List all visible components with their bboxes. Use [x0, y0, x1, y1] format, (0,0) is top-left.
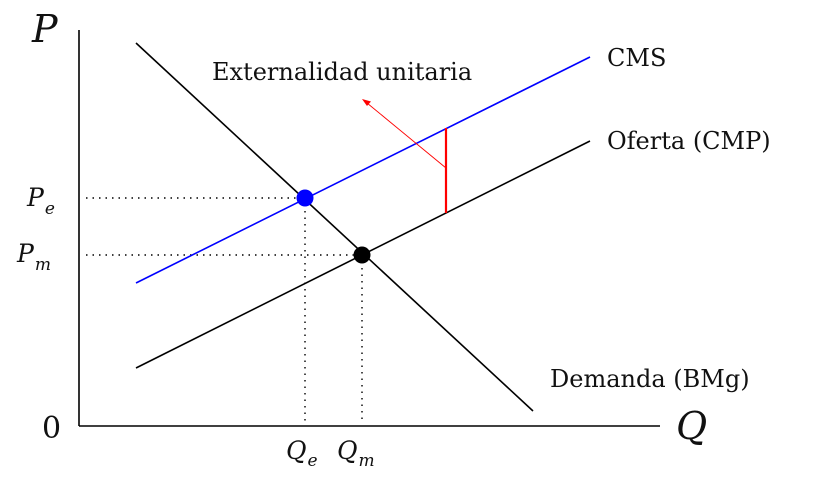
price-market-label: Pm [16, 239, 51, 275]
y-axis-label: P [31, 7, 59, 51]
externality-label: Externalidad unitaria [212, 58, 472, 86]
quantity-efficient-label: Qe [286, 436, 318, 471]
supply-label: Oferta (CMP) [607, 127, 771, 155]
externality-arrowhead [362, 99, 371, 106]
efficient-equilibrium-point [296, 189, 314, 207]
price-efficient-label: Pe [26, 183, 55, 219]
market-equilibrium-point [353, 246, 371, 264]
origin-label: 0 [42, 411, 61, 446]
demand-label: Demanda (BMg) [550, 365, 750, 393]
demand-curve [135, 42, 534, 412]
cms-label: CMS [607, 44, 666, 72]
x-axis-label: Q [676, 404, 707, 448]
cms-curve [135, 56, 591, 284]
quantity-market-label: Qm [337, 436, 375, 471]
externality-pointer-arrow [366, 102, 447, 169]
